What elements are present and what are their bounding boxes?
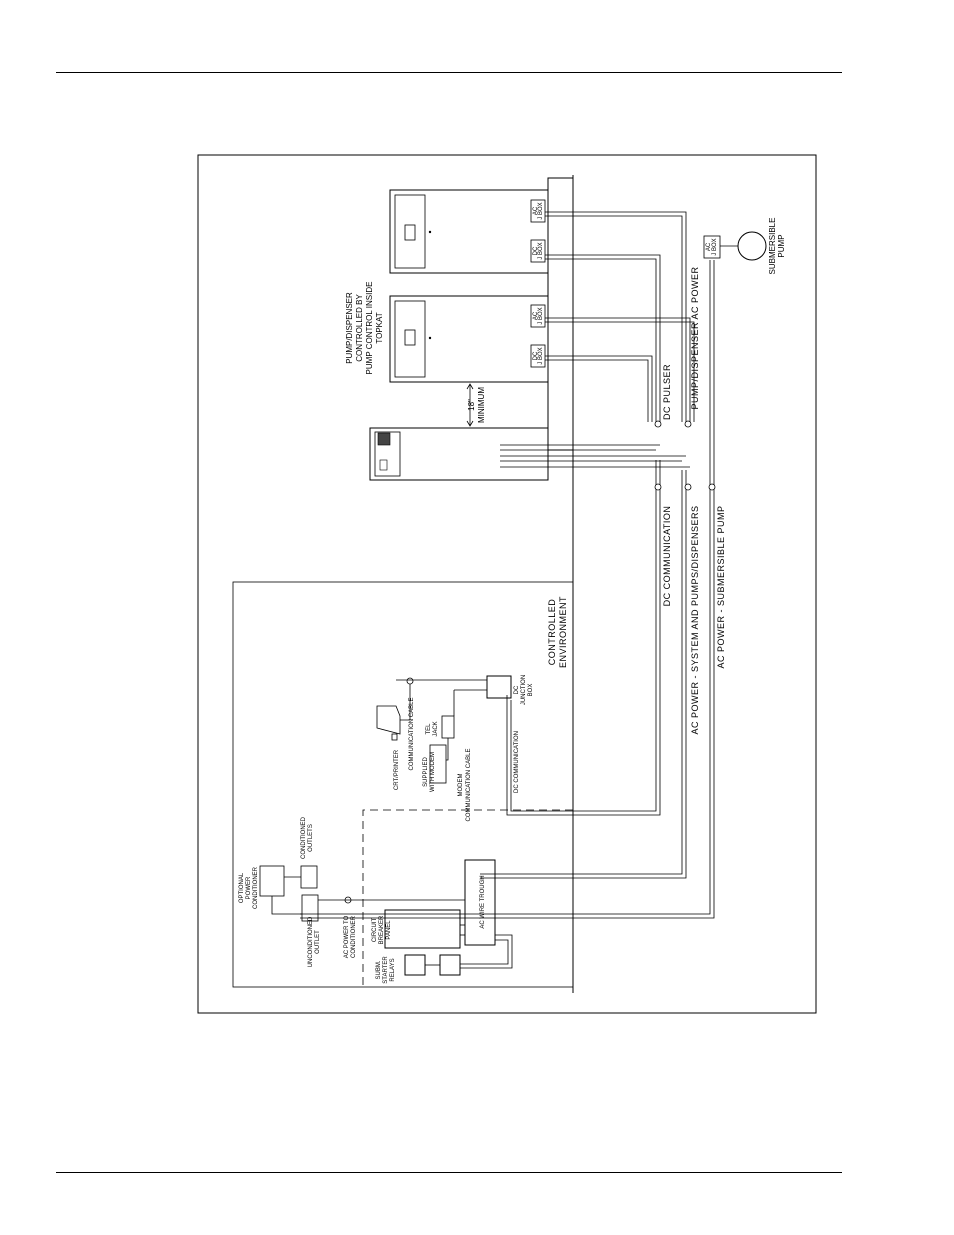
diagram-frame — [197, 154, 817, 1014]
ac-wire-trough-label: AC WIRE TROUGH — [480, 875, 486, 928]
supplied-label-2: WITH MODEM — [430, 752, 436, 792]
panel-wiring — [425, 924, 513, 969]
conditioned-outlets — [300, 865, 318, 889]
outlet-wiring — [271, 876, 465, 915]
ac-power-system-label: AC POWER - SYSTEM AND PUMPS/DISPENSERS — [690, 505, 700, 734]
ac-jbox-2-label: J BOX — [538, 307, 544, 324]
pump-dispenser-label-2: CONTROLLED BY — [355, 294, 364, 362]
ac-jbox-2 — [530, 304, 546, 328]
circuit-label-1: CIRCUIT — [372, 918, 378, 943]
pump-dispenser-label-1: PUMP/DISPENSER — [345, 292, 354, 364]
conduit-circles — [344, 420, 716, 904]
submersible-label-1: SUBMERSIBLE — [768, 218, 777, 275]
field-wiring — [300, 211, 715, 919]
dc-jbox-2-label-dc: DC — [533, 351, 539, 360]
conditioned-label-1: CONDITIONED — [301, 816, 307, 859]
pump-dispenser-ac-power-label: PUMP/DISPENSER AC POWER — [690, 266, 700, 409]
starter-relay-1 — [404, 954, 426, 976]
subm-label-3: RELAYS — [390, 958, 396, 981]
ac-jbox-1-label-ac: AC — [533, 206, 539, 215]
dashed-partition — [362, 809, 573, 987]
circuit-breaker-panel — [384, 909, 461, 949]
ac-power-to-label-1: AC POWER TO — [344, 915, 350, 958]
dc-junction-label-2: JUNCTION — [521, 675, 527, 705]
sub-jbox-label: J BOX — [712, 238, 718, 255]
ac-power-submersible-label: AC POWER - SUBMERSIBLE PUMP — [716, 505, 726, 668]
tel-jack-label-2: JACK — [433, 721, 439, 736]
unconditioned-label-1: UNCONDITIONED — [308, 916, 314, 967]
ac-wire-trough — [464, 859, 496, 946]
optional-label-3: CONDITIONER — [253, 866, 259, 909]
conditioned-label-2: OUTLETS — [308, 824, 314, 852]
circuit-label-3: PANEL — [386, 920, 392, 940]
dc-communication-label: DC COMMUNICATION — [662, 506, 672, 607]
controlled-label-2: ENVIRONMENT — [558, 596, 568, 668]
minimum-label-2: MINIMUM — [477, 387, 486, 423]
dc-pulser-label: DC PULSER — [662, 364, 672, 420]
dc-junction-label-3: BOX — [528, 684, 534, 697]
subm-label-1: SUBM. — [376, 960, 382, 979]
footer-rule — [56, 1172, 842, 1173]
pump-dispenser-top — [389, 189, 549, 274]
optional-label-2: POWER — [246, 876, 252, 899]
modem-label-1: MODEM — [458, 774, 464, 797]
ac-power-to-label-2: CONDITIONER — [351, 915, 357, 958]
header-rule — [56, 72, 842, 73]
optional-power-conditioner — [259, 865, 285, 897]
pump-dispenser-label-3: PUMP CONTROL INSIDE — [365, 282, 374, 375]
dc-jbox-1 — [530, 239, 546, 263]
dc-jbox-1-label-dc: DC — [533, 246, 539, 255]
dc-junction-box — [486, 675, 512, 699]
ac-jbox-1-label: J BOX — [538, 202, 544, 219]
submersible-pump — [703, 231, 767, 261]
sub-jbox-label-ac: AC — [706, 242, 712, 251]
controlled-environment-box — [232, 581, 574, 988]
topkat-unit — [369, 427, 549, 481]
modem-label-2: COMMUNICATION CABLE — [466, 749, 472, 822]
submersible-label-2: PUMP — [777, 234, 786, 257]
dc-jbox-1-label: J BOX — [538, 242, 544, 259]
optional-label-1: OPTIONAL — [239, 872, 245, 903]
unconditioned-outlet — [301, 894, 319, 922]
communication-cable-label: COMMUNICATION CABLE — [409, 698, 415, 771]
minimum-label-1: 18" — [467, 399, 476, 411]
ac-jbox-1 — [530, 199, 546, 223]
crt-printer-label: CRT/PRINTER — [394, 749, 400, 790]
dc-junction-label-1: DC — [514, 685, 520, 694]
circuit-label-2: BREAKER — [379, 915, 385, 944]
ac-jbox-2-label-ac: AC — [533, 311, 539, 320]
subm-label-2: STARTER — [383, 956, 389, 984]
island-base — [547, 177, 574, 451]
pump-dispenser-label-4: TOPKAT — [375, 312, 384, 343]
tel-jack-label-1: TEL — [426, 723, 432, 735]
dc-jbox-2-label: J BOX — [538, 347, 544, 364]
unconditioned-label-2: OUTLET — [315, 930, 321, 954]
min-dimension — [466, 383, 474, 427]
controlled-label-1: CONTROLLED — [547, 599, 557, 666]
dc-communication-inner-label: DC COMMUNICATION — [514, 731, 520, 793]
starter-relay-2 — [439, 954, 461, 976]
supplied-label-1: SUPPLIED — [423, 756, 429, 786]
crt-printer — [376, 679, 487, 784]
pump-dispenser-bottom — [389, 295, 549, 383]
